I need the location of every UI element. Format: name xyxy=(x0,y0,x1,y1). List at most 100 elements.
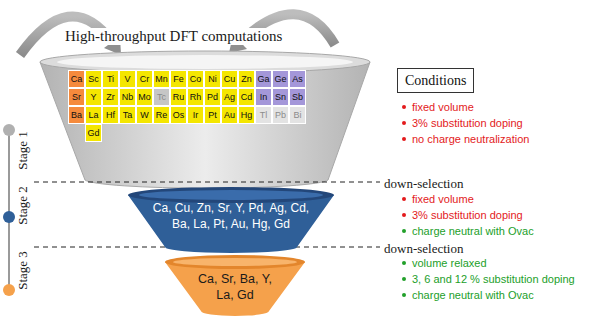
element-cell: Cr xyxy=(136,70,153,88)
bullet-dot xyxy=(402,137,406,141)
element-symbol: Sr xyxy=(69,89,84,105)
stage-label: Stage 1 xyxy=(13,131,30,170)
element-cell: Os xyxy=(170,106,187,124)
funnel-rim xyxy=(165,255,305,269)
element-cell: Ni xyxy=(204,70,221,88)
element-cell: Ga xyxy=(255,70,272,88)
condition-item: 3, 6 and 12 % substitution doping xyxy=(412,272,575,286)
funnel-body xyxy=(40,62,370,188)
stage-dot xyxy=(3,124,15,136)
element-cell: Re xyxy=(153,106,170,124)
element-symbol: Ag xyxy=(222,89,237,105)
element-symbol: Gd xyxy=(86,125,101,141)
element-cell: V xyxy=(119,70,136,88)
element-symbol: Sb xyxy=(290,89,305,105)
element-cell: Sb xyxy=(289,88,306,106)
element-cell: Sr xyxy=(68,88,85,106)
funnel-rim xyxy=(128,187,334,203)
element-list: Ca, Cu, Zn, Sr, Y, Pd, Ag, Cd, Ba, La, P… xyxy=(143,200,319,232)
element-cell: Zn xyxy=(238,70,255,88)
element-cell: Ru xyxy=(170,88,187,106)
element-cell: Tl xyxy=(255,106,272,124)
element-symbol: Nb xyxy=(120,89,135,105)
condition-item: 3% substitution doping xyxy=(412,208,523,222)
element-cell: As xyxy=(289,70,306,88)
element-symbol: Sc xyxy=(86,71,101,87)
element-list: Ca, Sr, Ba, Y, La, Gd xyxy=(195,271,275,303)
element-cell: Rh xyxy=(187,88,204,106)
bullet-dot xyxy=(402,197,406,201)
element-symbol: In xyxy=(256,89,271,105)
element-symbol: Ir xyxy=(188,107,203,123)
element-cell: W xyxy=(136,106,153,124)
element-cell: Sn xyxy=(272,88,289,106)
bullet-dot xyxy=(402,105,406,109)
element-symbol: Ru xyxy=(171,89,186,105)
condition-item: charge neutral with Ovac xyxy=(412,224,534,238)
bullet-dot xyxy=(402,229,406,233)
element-symbol: V xyxy=(120,71,135,87)
condition-item: fixed volume xyxy=(412,100,474,114)
bullet-dot xyxy=(402,261,406,265)
condition-item: 3% substitution doping xyxy=(412,116,523,130)
stage-label: Stage 3 xyxy=(13,251,30,290)
element-symbol: Rh xyxy=(188,89,203,105)
element-cell: Mo xyxy=(136,88,153,106)
bullet-dot xyxy=(402,277,406,281)
stage-funnel: Ca, Sr, Ba, Y, La, Gd xyxy=(163,254,307,318)
element-symbol: Co xyxy=(188,71,203,87)
element-symbol: Cr xyxy=(137,71,152,87)
element-cell: Ca xyxy=(68,70,85,88)
stage-dot xyxy=(3,211,15,223)
element-cell: Cu xyxy=(221,70,238,88)
element-symbol: Zn xyxy=(239,71,254,87)
element-cell: Ag xyxy=(221,88,238,106)
element-symbol: Hg xyxy=(239,107,254,123)
element-cell: Ta xyxy=(119,106,136,124)
element-symbol: Ga xyxy=(256,71,271,87)
element-cell: Hf xyxy=(102,106,119,124)
element-cell: Ba xyxy=(68,106,85,124)
element-symbol: As xyxy=(290,71,305,87)
element-cell: Ir xyxy=(187,106,204,124)
element-cell: Pd xyxy=(204,88,221,106)
element-cell: Mn xyxy=(153,70,170,88)
element-symbol: Fe xyxy=(171,71,186,87)
selection-note: down-selection xyxy=(384,175,463,192)
element-cell: Bi xyxy=(289,106,306,124)
element-cell: Zr xyxy=(102,88,119,106)
element-symbol: Pb xyxy=(273,107,288,123)
funnel-body xyxy=(128,195,334,253)
element-symbol: Pd xyxy=(205,89,220,105)
dashed-separator xyxy=(34,182,380,183)
funnel-opening xyxy=(139,190,323,200)
box-heading: Conditions xyxy=(405,72,466,89)
element-symbol: Ti xyxy=(103,71,118,87)
element-symbol: Ca xyxy=(69,71,84,87)
element-symbol: Ni xyxy=(205,71,220,87)
element-cell: Tc xyxy=(153,88,170,106)
bullet-dot xyxy=(402,121,406,125)
selection-note: down-selection xyxy=(384,240,463,257)
element-symbol: Tl xyxy=(256,107,271,123)
funnel-opening xyxy=(57,55,353,69)
element-symbol: Cu xyxy=(222,71,237,87)
element-symbol: Cd xyxy=(239,89,254,105)
element-symbol: Mo xyxy=(137,89,152,105)
stage-dot xyxy=(3,284,15,296)
element-cell: Pt xyxy=(204,106,221,124)
element-symbol: Ta xyxy=(120,107,135,123)
condition-item: charge neutral with Ovac xyxy=(412,288,534,302)
stage-funnel: Ca, Cu, Zn, Sr, Y, Pd, Ag, Cd, Ba, La, P… xyxy=(126,186,336,254)
element-cell: Au xyxy=(221,106,238,124)
element-cell: Pb xyxy=(272,106,289,124)
element-cell: La xyxy=(85,106,102,124)
element-symbol: Ge xyxy=(273,71,288,87)
element-symbol: Y xyxy=(86,89,101,105)
element-cell: Ge xyxy=(272,70,289,88)
element-symbol: Sn xyxy=(273,89,288,105)
element-symbol: Hf xyxy=(103,107,118,123)
condition-item: fixed volume xyxy=(412,192,474,206)
element-symbol: Ba xyxy=(69,107,84,123)
